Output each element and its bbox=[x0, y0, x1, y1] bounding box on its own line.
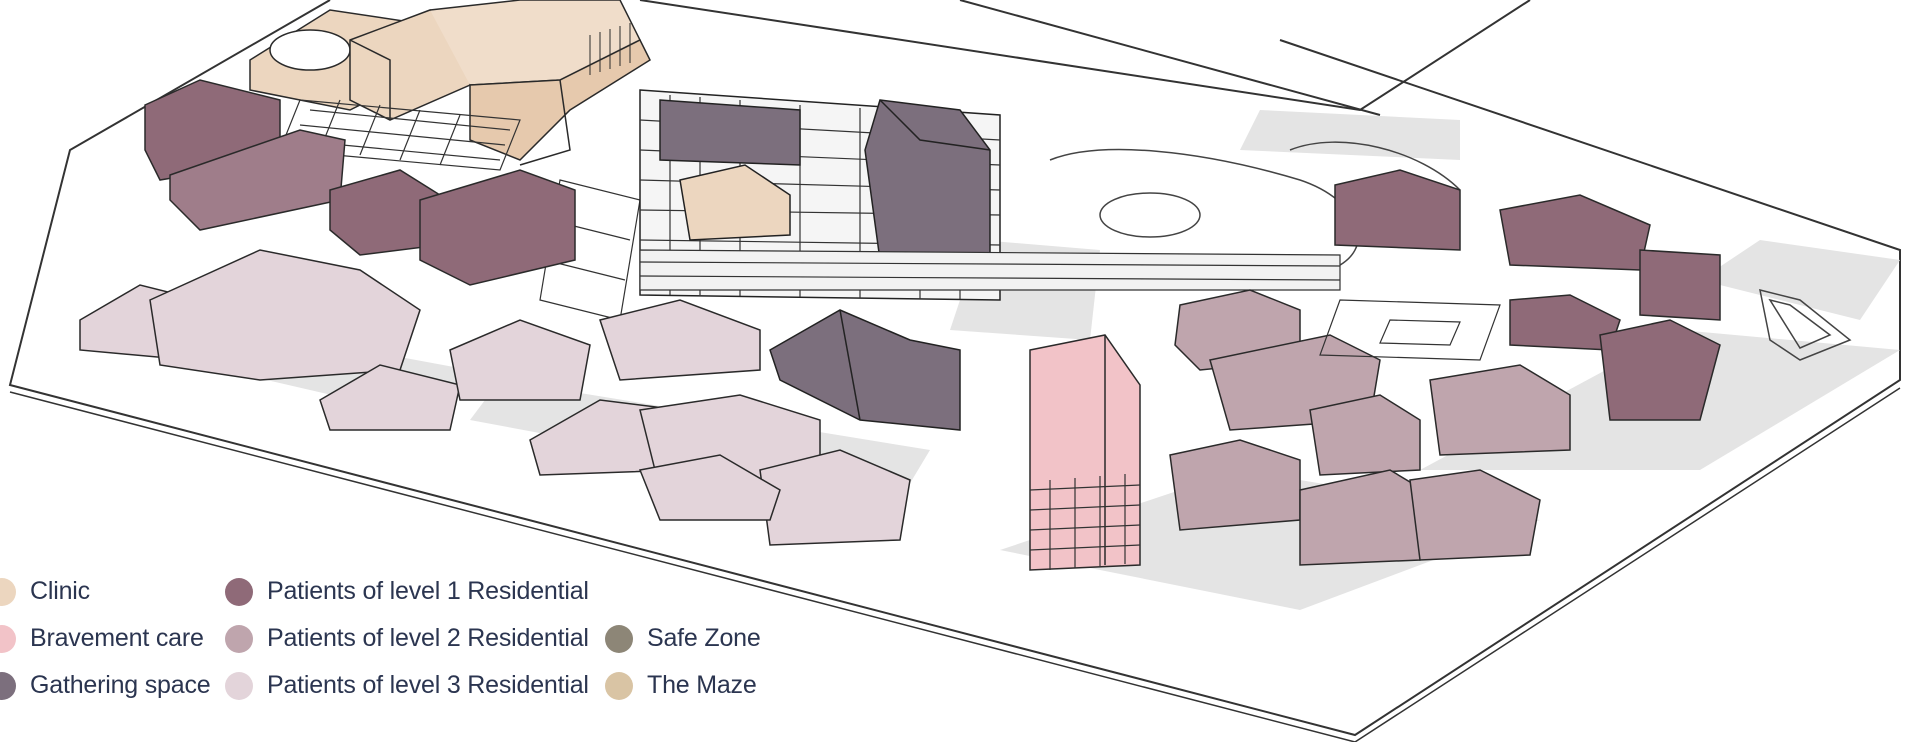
bravement-care-swatch bbox=[0, 624, 16, 653]
legend-label: Patients of level 3 Residential bbox=[267, 671, 589, 699]
gathering-space-swatch bbox=[0, 671, 16, 700]
legend-item-bravement-care: Bravement care bbox=[0, 624, 204, 653]
legend-item-safe-zone: Safe Zone bbox=[605, 624, 761, 653]
level3-residential bbox=[79, 249, 911, 546]
legend-label: The Maze bbox=[647, 671, 757, 699]
legend-label: Bravement care bbox=[30, 624, 204, 652]
clinic-building bbox=[249, 0, 651, 166]
gathering-pavilion bbox=[769, 309, 961, 431]
the-maze-swatch bbox=[605, 671, 633, 700]
clinic-swatch bbox=[0, 577, 16, 606]
level2-residential bbox=[1169, 289, 1571, 566]
safe-zone-grid bbox=[1319, 299, 1501, 361]
level1-swatch bbox=[225, 577, 253, 606]
level2-swatch bbox=[225, 624, 253, 653]
legend-label: Patients of level 1 Residential bbox=[267, 577, 589, 605]
legend-item-level1: Patients of level 1 Residential bbox=[225, 577, 589, 606]
landscape-paths bbox=[1049, 141, 1852, 361]
legend-label: Gathering space bbox=[30, 671, 211, 699]
legend-item-level2: Patients of level 2 Residential bbox=[225, 624, 589, 653]
legend-item-level3: Patients of level 3 Residential bbox=[225, 671, 589, 700]
legend-label: Safe Zone bbox=[647, 624, 761, 652]
legend-label: Clinic bbox=[30, 577, 90, 605]
level1-residential bbox=[144, 79, 1721, 421]
bravement-care-tower bbox=[1029, 334, 1141, 571]
legend-label: Patients of level 2 Residential bbox=[267, 624, 589, 652]
legend-item-clinic: Clinic bbox=[0, 577, 90, 606]
level3-swatch bbox=[225, 671, 253, 700]
legend-item-gathering-space: Gathering space bbox=[0, 671, 211, 700]
legend-item-the-maze: The Maze bbox=[605, 671, 757, 700]
safe-zone-swatch bbox=[605, 624, 633, 653]
bridge-walkway bbox=[639, 249, 1341, 291]
gathering-space-tower bbox=[639, 89, 1001, 301]
site-base bbox=[8, 0, 1901, 742]
